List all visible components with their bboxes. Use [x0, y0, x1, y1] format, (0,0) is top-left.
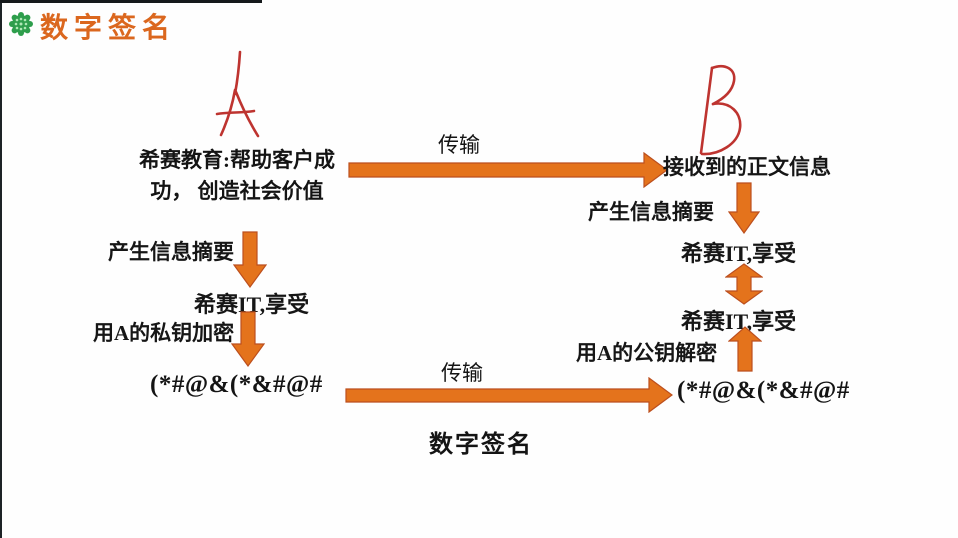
handwritten-letter-a: [213, 50, 267, 138]
sender-message-line1: 希赛教育:帮助客户成: [139, 148, 335, 172]
caption-digital-signature: 数字签名: [429, 432, 533, 458]
receiver-received-message-label: 接收到的正文信息: [663, 155, 831, 179]
receiver-digest-step-label: 产生信息摘要: [588, 200, 714, 224]
transmit-arrow-top-icon: [348, 152, 668, 188]
slide-title: 数字签名: [40, 13, 177, 44]
video-edge-left: [0, 0, 2, 538]
sender-message-text: 希赛教育:帮助客户成 功， 创造社会价值: [122, 145, 352, 207]
video-edge-top: [0, 0, 262, 3]
receiver-cipher-value: (*#@&(*&#@#: [677, 377, 850, 404]
receiver-decrypt-step-label: 用A的公钥解密: [576, 341, 718, 365]
compare-arrow-double-icon: [725, 263, 763, 305]
receiver-decrypt-arrow-up-icon: [728, 326, 762, 372]
sender-message-line2: 功， 创造社会价值: [150, 179, 324, 203]
transmit-label-bottom: 传输: [441, 361, 483, 385]
sender-cipher-value: (*#@&(*&#@#: [150, 371, 323, 398]
sender-encrypt-arrow-down-icon: [231, 311, 265, 367]
receiver-decrypted-digest-value: 希赛IT,享受: [681, 309, 797, 334]
receiver-digest-value: 希赛IT,享受: [681, 241, 797, 266]
transmit-label-top: 传输: [438, 133, 480, 157]
receiver-digest-arrow-down-icon: [728, 182, 760, 234]
transmit-arrow-bottom-icon: [345, 377, 673, 413]
sender-digest-step-label: 产生信息摘要: [108, 240, 234, 264]
flower-bullet-icon: [8, 11, 34, 37]
sender-digest-arrow-down-icon: [233, 231, 267, 288]
sender-encrypt-step-label: 用A的私钥加密: [93, 321, 235, 345]
handwritten-letter-b: [697, 62, 747, 158]
